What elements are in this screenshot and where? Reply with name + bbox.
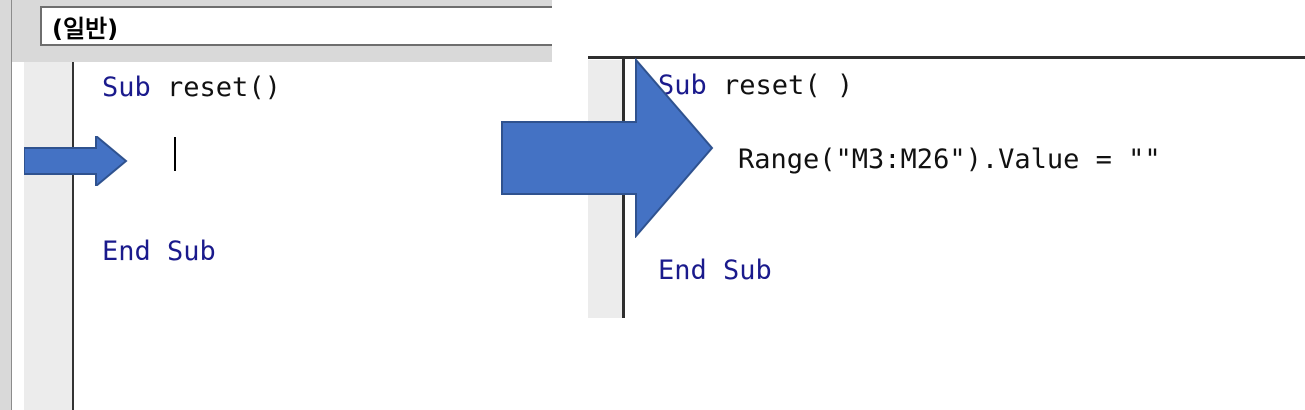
left-margin-separator [72,62,74,410]
right-code-line-statement[interactable]: Range("M3:M26").Value = "" [738,144,1161,175]
left-margin-indicator-bar[interactable] [24,62,72,410]
right-code-window[interactable] [625,59,1305,318]
right-window-top-border [588,56,1305,59]
object-combo-value: (일반) [52,14,119,43]
text-caret [174,137,176,171]
object-combo-box[interactable]: (일반) [40,6,552,46]
sub-name: reset() [150,72,281,103]
left-code-line-sub[interactable]: Sub reset() [102,74,281,101]
sub-name: reset( ) [706,70,854,101]
left-code-line-end-sub[interactable]: End Sub [102,236,216,267]
left-code-window[interactable] [74,62,552,410]
right-code-line-end-sub[interactable]: End Sub [658,255,772,286]
right-arrow-icon [501,58,714,238]
right-arrow-icon [24,136,128,186]
sub-keyword: Sub [102,72,151,103]
editor-window-edge [0,0,12,410]
